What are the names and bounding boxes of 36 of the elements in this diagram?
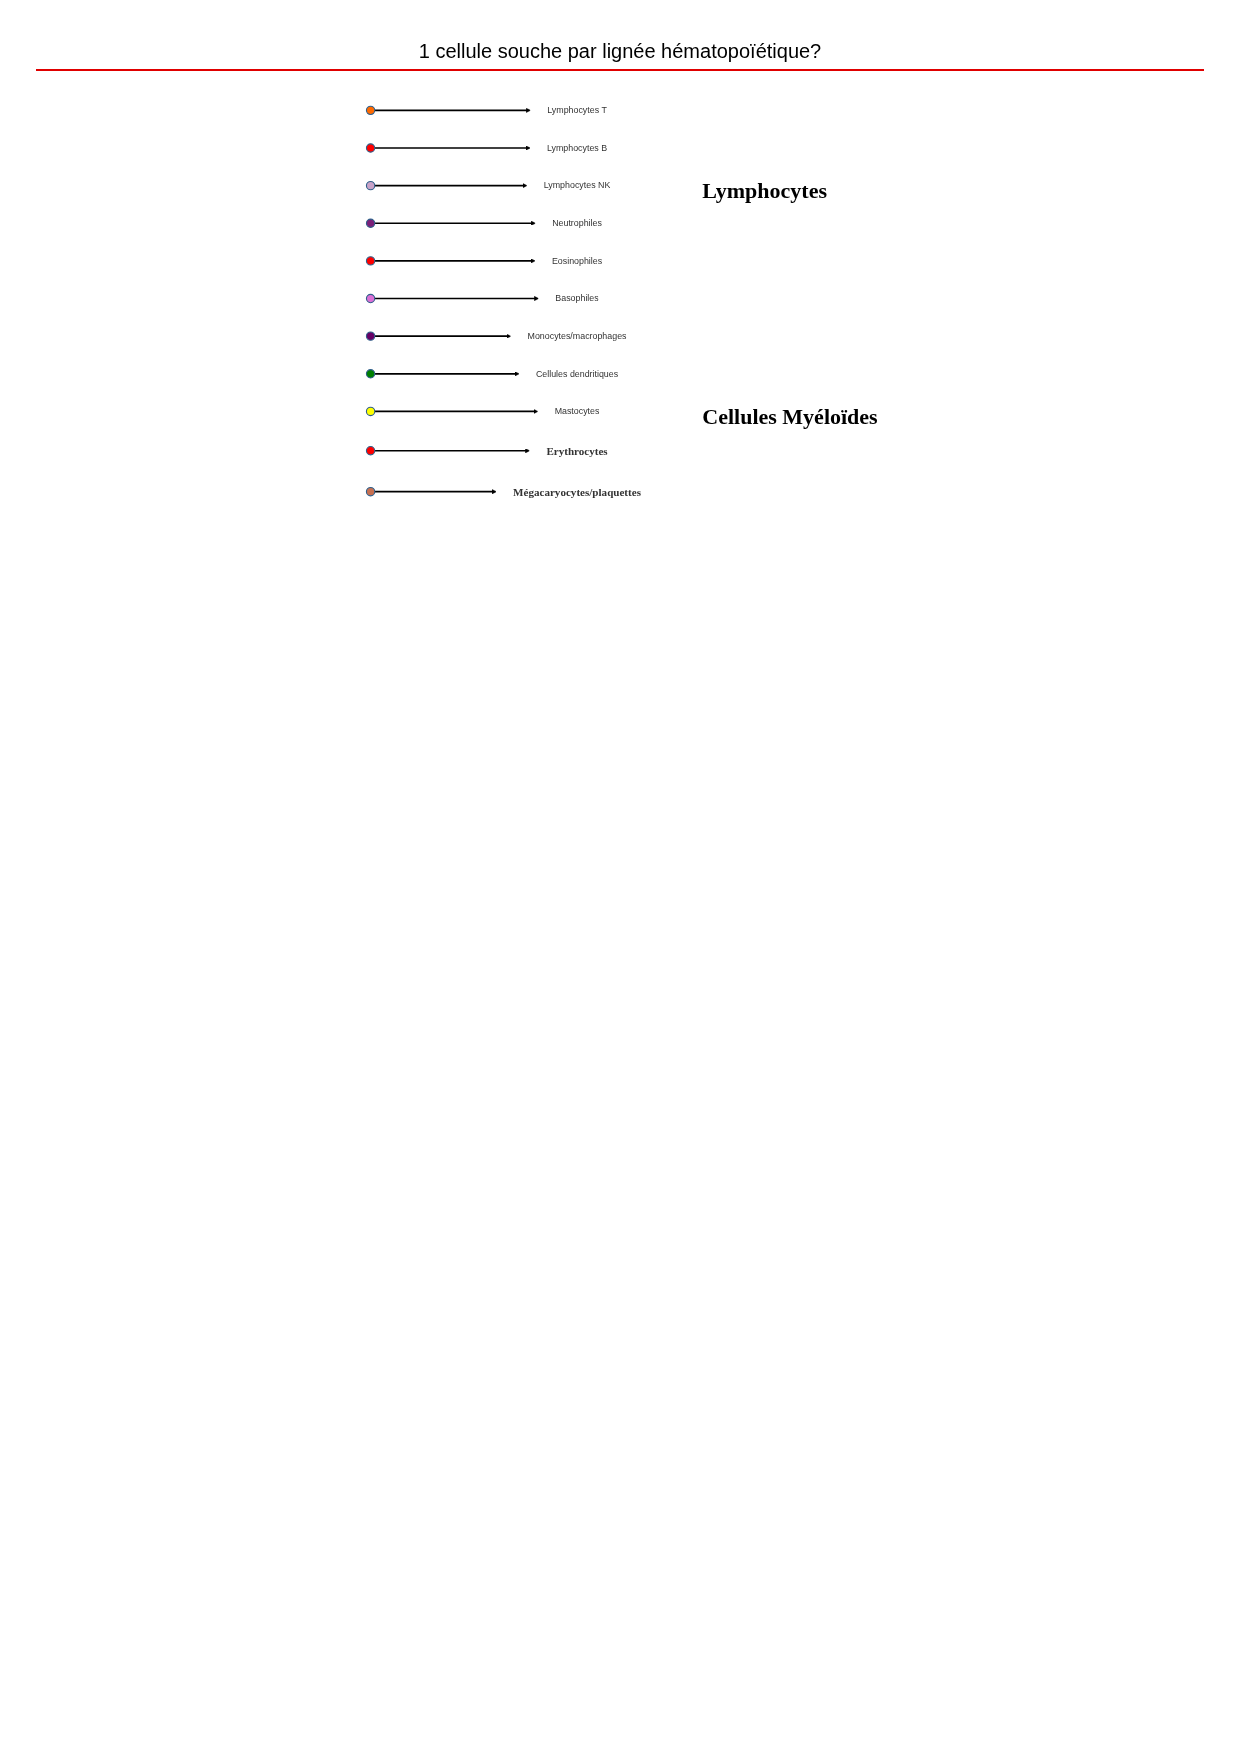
node-circle (366, 256, 376, 266)
node-circle (366, 218, 376, 228)
arrow (374, 371, 520, 377)
arrow (374, 448, 531, 454)
arrow (374, 409, 539, 414)
node-circle (366, 331, 376, 341)
node-circle (366, 105, 376, 116)
node-text: Neutrophiles (552, 218, 603, 228)
node-text: Lymphocytes NK (544, 180, 611, 191)
node-text: Cellules dendritiques (536, 368, 619, 379)
arrow (374, 333, 512, 339)
arrow (374, 489, 497, 495)
node-circle (366, 180, 376, 191)
group-label: Cellules Myéloïdes (702, 403, 878, 430)
node-text: Mégacaryocytes/plaquettes (513, 485, 642, 498)
node-circle (366, 293, 376, 304)
node-text: Lymphocytes B (547, 143, 608, 153)
node-text: Eosinophiles (552, 255, 603, 266)
group-label: Lymphocytes (702, 177, 828, 204)
arrow (374, 296, 540, 301)
node-text: Basophiles (555, 293, 599, 303)
node-text: Mastocytes (554, 406, 600, 416)
arrow (374, 107, 532, 113)
arrow (374, 145, 531, 151)
arrow (374, 183, 528, 189)
diagram-title: 1 cellule souche par lignée hématopoïétique? (36, 40, 1204, 71)
node-text: Monocytes/macrophages (527, 331, 627, 341)
node-text: Erythrocytes (546, 444, 608, 457)
node-circle (366, 486, 376, 497)
node-circle (366, 446, 376, 456)
node-circle (366, 406, 376, 417)
node-text: Lymphocytes T (547, 105, 608, 115)
node-circle (366, 369, 376, 379)
arrow (374, 220, 537, 226)
arrow (374, 258, 536, 264)
node-circle (366, 143, 376, 153)
